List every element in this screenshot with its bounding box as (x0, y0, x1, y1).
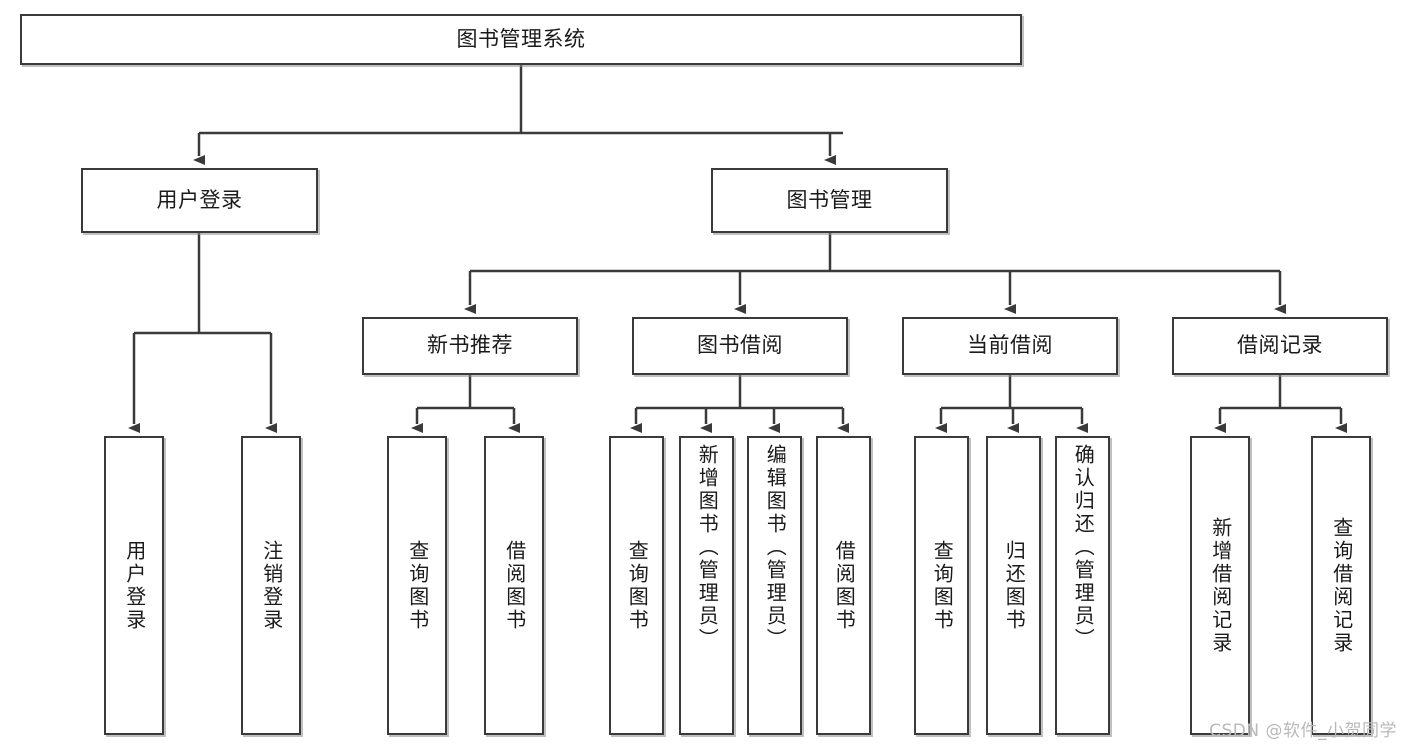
node-leaf-logout-login[interactable]: 注销登录 (241, 436, 301, 735)
node-leaf-borrow-book[interactable]: 借阅图书 (816, 436, 871, 735)
node-user-login-label: 用户登录 (156, 187, 243, 212)
node-leaf-add-book-admin[interactable]: 新增图书（管理员） (679, 436, 734, 735)
node-leaf-borrow-book-rec[interactable]: 借阅图书 (484, 436, 544, 735)
node-root-label: 图书管理系统 (456, 26, 586, 51)
node-leaf-query-book-cur-label: 查询图书 (930, 539, 955, 632)
node-book-borrow-label: 图书借阅 (697, 333, 783, 358)
node-book-management-label: 图书管理 (786, 187, 873, 212)
node-new-book-recommend-label: 新书推荐 (427, 333, 513, 358)
node-user-login[interactable]: 用户登录 (81, 168, 318, 233)
node-root[interactable]: 图书管理系统 (20, 14, 1022, 65)
node-leaf-query-book-rec[interactable]: 查询图书 (387, 436, 447, 735)
node-leaf-query-borrow-record[interactable]: 查询借阅记录 (1311, 436, 1371, 735)
node-leaf-add-book-admin-label: 新增图书（管理员） (695, 444, 720, 651)
node-leaf-query-book-rec-label: 查询图书 (405, 539, 430, 632)
node-leaf-return-book-label: 归还图书 (1002, 539, 1027, 632)
node-leaf-add-borrow-record-label: 新增借阅记录 (1208, 516, 1233, 655)
node-leaf-query-book-borrow[interactable]: 查询图书 (609, 436, 664, 735)
node-leaf-edit-book-admin[interactable]: 编辑图书（管理员） (747, 436, 802, 735)
node-book-management[interactable]: 图书管理 (711, 168, 948, 233)
node-leaf-return-book[interactable]: 归还图书 (986, 436, 1041, 735)
node-current-borrow-label: 当前借阅 (967, 333, 1053, 358)
node-leaf-confirm-return-admin-label: 确认归还（管理员） (1071, 444, 1096, 651)
node-leaf-add-borrow-record[interactable]: 新增借阅记录 (1190, 436, 1250, 735)
node-borrow-record-label: 借阅记录 (1237, 333, 1323, 358)
node-leaf-user-login-label: 用户登录 (122, 539, 147, 632)
node-current-borrow[interactable]: 当前借阅 (902, 317, 1118, 375)
node-book-borrow[interactable]: 图书借阅 (632, 317, 848, 375)
node-leaf-query-book-cur[interactable]: 查询图书 (914, 436, 969, 735)
node-leaf-user-login[interactable]: 用户登录 (104, 436, 164, 735)
node-leaf-borrow-book-rec-label: 借阅图书 (502, 539, 527, 632)
node-leaf-confirm-return-admin[interactable]: 确认归还（管理员） (1055, 436, 1110, 735)
node-new-book-recommend[interactable]: 新书推荐 (362, 317, 578, 375)
node-leaf-borrow-book-label: 借阅图书 (832, 539, 857, 632)
node-leaf-logout-login-label: 注销登录 (259, 539, 284, 632)
node-borrow-record[interactable]: 借阅记录 (1172, 317, 1388, 375)
node-leaf-edit-book-admin-label: 编辑图书（管理员） (763, 444, 788, 651)
csdn-watermark: CSDN @软件_小贺同学 (1209, 721, 1397, 741)
node-leaf-query-borrow-record-label: 查询借阅记录 (1329, 516, 1354, 655)
node-leaf-query-book-borrow-label: 查询图书 (625, 539, 650, 632)
